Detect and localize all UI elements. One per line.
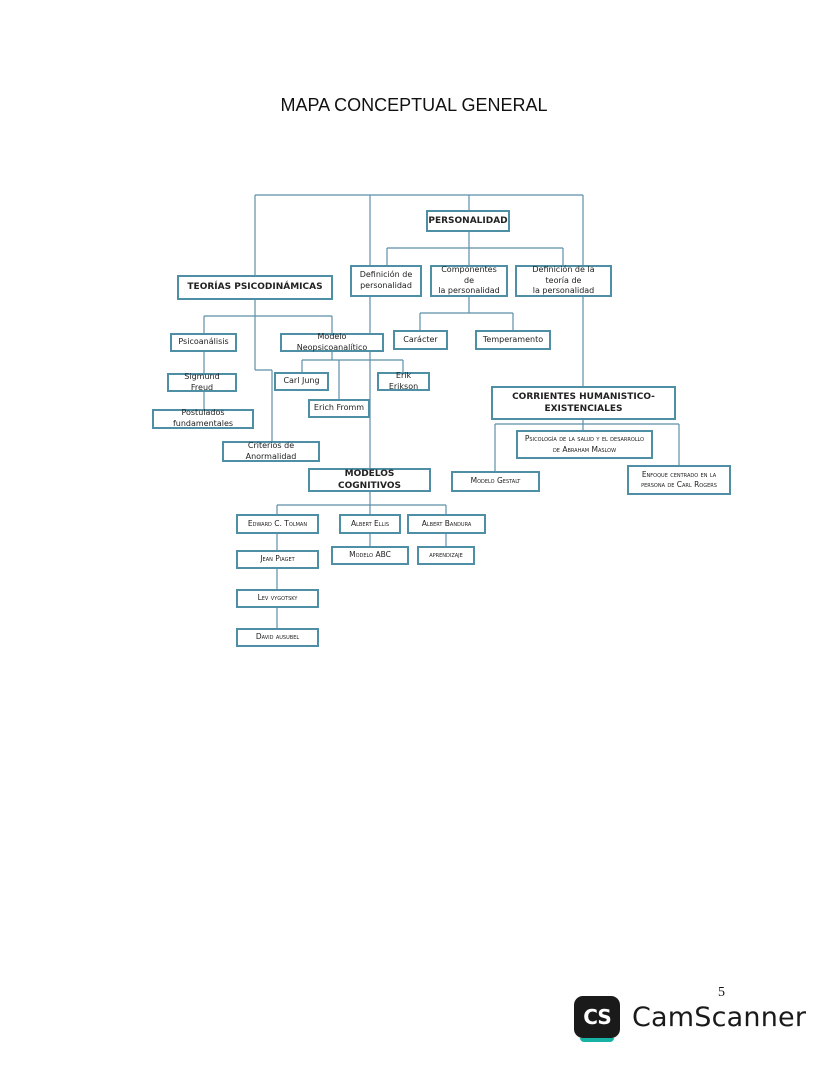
node-caracter: Carácter [393,330,448,350]
node-jean-piaget: Jean Piaget [236,550,319,569]
node-edward-tolman: Edward C. Tolman [236,514,319,534]
node-albert-bandura: Albert Bandura [407,514,486,534]
node-teorias-psicodinamicas: TEORÍAS PSICODINÁMICAS [177,275,333,300]
node-modelo-abc: Modelo ABC [331,546,409,565]
node-erik-erikson: Erik Erikson [377,371,430,391]
node-definicion-teoria: Definición de la teoría de la personalid… [515,265,612,297]
node-psicoanalisis: Psicoanálisis [170,333,237,352]
node-criterios-anormalidad: Criterios de Anormalidad [222,441,320,462]
node-personalidad: PERSONALIDAD [426,210,510,232]
node-maslow: Psicología de la salud y el desarrollo d… [516,430,653,459]
camscanner-logo: CS CamScanner [574,996,807,1042]
node-david-ausubel: David ausubel [236,628,319,647]
node-sigmund-freud: Sigmund Freud [167,372,237,392]
node-carl-rogers: Enfoque centrado en la persona de Carl R… [627,465,731,495]
node-temperamento: Temperamento [475,330,551,350]
node-definicion-personalidad: Definición de personalidad [350,265,422,297]
page-number: 5 [718,985,725,1000]
node-erich-fromm: Erich Fromm [308,399,370,418]
node-componentes-personalidad: Componentes de la personalidad [430,265,508,297]
page-title: MAPA CONCEPTUAL GENERAL [280,95,548,115]
node-postulados-fundamentales: Postulados fundamentales [152,408,254,429]
node-modelo-gestalt: Modelo Gestalt [451,471,540,492]
node-albert-ellis: Albert Ellis [339,514,401,534]
node-carl-jung: Carl Jung [274,372,329,391]
node-corrientes-humanisticas: CORRIENTES HUMANISTICO- EXISTENCIALES [491,386,676,420]
node-modelo-neopsicoanalitico: Modelo Neopsicoanalítico [280,332,384,352]
node-lev-vygotsky: Lev vygotsky [236,589,319,608]
camscanner-badge-icon: CS [574,996,620,1042]
node-aprendizaje: aprendizaje [417,546,475,565]
node-modelos-cognitivos: MODELOS COGNITIVOS [308,468,431,492]
camscanner-wordmark: CamScanner [632,1001,807,1033]
